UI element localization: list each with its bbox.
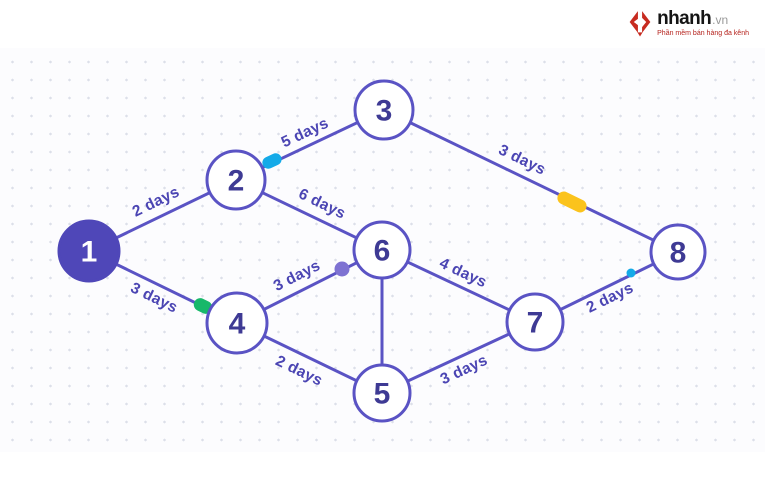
edge-marker-4-6 [334, 261, 350, 277]
edge-label-1-2: 2 days [130, 183, 182, 220]
node-5 [352, 363, 412, 423]
logo-brand-name: nhanh [657, 8, 712, 29]
node-label-2: 2 [228, 165, 245, 198]
edge-label-6-7: 4 days [437, 255, 490, 292]
node-2 [205, 149, 267, 211]
edge-label-2-6: 6 days [296, 185, 348, 222]
node-7 [505, 292, 565, 352]
edge-marker-7-8 [626, 268, 636, 278]
node-3 [353, 79, 415, 141]
node-6 [352, 220, 412, 280]
node-label-4: 4 [229, 308, 246, 341]
node-1 [57, 219, 121, 283]
edge-3-8 [382, 108, 680, 254]
node-label-3: 3 [376, 95, 393, 128]
node-label-8: 8 [670, 237, 687, 270]
logo-text: nhanh .vn Phần mềm bán hàng đa kênh [657, 9, 749, 37]
logo-wordmark: nhanh .vn [657, 9, 749, 28]
edge-label-1-4: 3 days [128, 279, 180, 316]
brand-logo: nhanh .vn Phần mềm bán hàng đa kênh [627, 9, 749, 42]
nhanh-logo-icon [627, 9, 653, 42]
node-8 [649, 223, 707, 281]
edge-marker-3-8 [557, 191, 587, 213]
edge-label-5-7: 3 days [438, 352, 491, 389]
edge-marker-2-3 [262, 153, 282, 169]
node-4 [205, 291, 269, 355]
edge-label-4-5: 2 days [273, 352, 325, 389]
node-label-1: 1 [81, 236, 98, 269]
node-label-5: 5 [374, 378, 391, 411]
node-label-7: 7 [527, 307, 544, 340]
edge-marker-1-4 [193, 298, 213, 314]
logo-tagline: Phần mềm bán hàng đa kênh [657, 30, 749, 37]
edge-label-4-6: 3 days [271, 257, 323, 295]
node-label-6: 6 [374, 235, 391, 268]
edge-label-3-8: 3 days [496, 141, 548, 178]
logo-domain: .vn [712, 13, 729, 27]
